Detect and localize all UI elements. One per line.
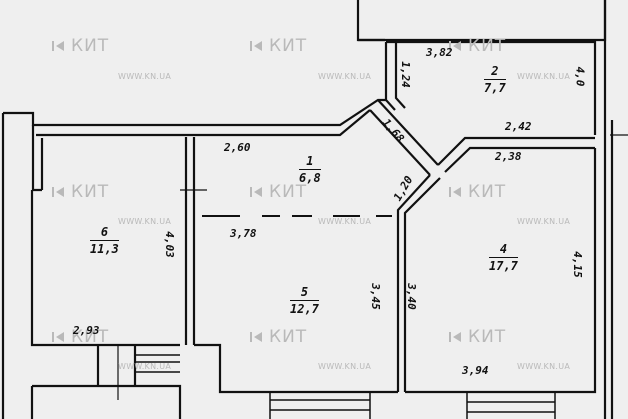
wall-room6-bottom	[30, 190, 180, 347]
room-4-area: 17,7	[489, 259, 518, 273]
wall-room2-left	[384, 42, 396, 111]
dim-2-60: 2,60	[224, 141, 251, 154]
room-2-label: 2 7,7	[484, 64, 506, 95]
wall-room4-bottom	[405, 148, 597, 394]
dim-4-03: 4,03	[162, 231, 176, 258]
room-6-number: 6	[90, 225, 119, 241]
dim-2-42: 2,42	[505, 120, 532, 133]
room-5-area: 12,7	[290, 302, 319, 316]
dim-1-24: 1,24	[398, 61, 412, 88]
room-4-label: 4 17,7	[489, 242, 518, 273]
dim-3-82: 3,82	[426, 46, 453, 59]
dim-4-15: 4,15	[570, 251, 584, 278]
room-1-number: 1	[299, 154, 321, 170]
wall-top-block	[356, 0, 607, 42]
dim-2-93: 2,93	[73, 324, 100, 337]
room-1-area: 6,8	[299, 171, 321, 185]
room-4-number: 4	[489, 242, 518, 258]
room-1-label: 1 6,8	[299, 154, 321, 185]
room-5-label: 5 12,7	[290, 285, 319, 316]
wall-room2-bottom	[437, 136, 595, 166]
dim-3-45: 3,45	[368, 283, 382, 310]
wall-diagonal-168	[377, 99, 439, 166]
room-6-area: 11,3	[90, 242, 119, 256]
wall-room5-bottom	[194, 343, 398, 394]
room-2-number: 2	[484, 64, 506, 80]
room-6-label: 6 11,3	[90, 225, 119, 256]
dim-2-38: 2,38	[495, 150, 522, 163]
wall-top	[3, 98, 386, 127]
dim-3-40: 3,40	[404, 283, 418, 310]
room-2-area: 7,7	[484, 81, 506, 95]
room-5-number: 5	[290, 285, 319, 301]
wall-room4-left	[396, 174, 431, 392]
dim-4-0: 4,0	[573, 66, 587, 87]
dim-3-94: 3,94	[462, 364, 489, 377]
dim-3-78: 3,78	[230, 227, 257, 240]
